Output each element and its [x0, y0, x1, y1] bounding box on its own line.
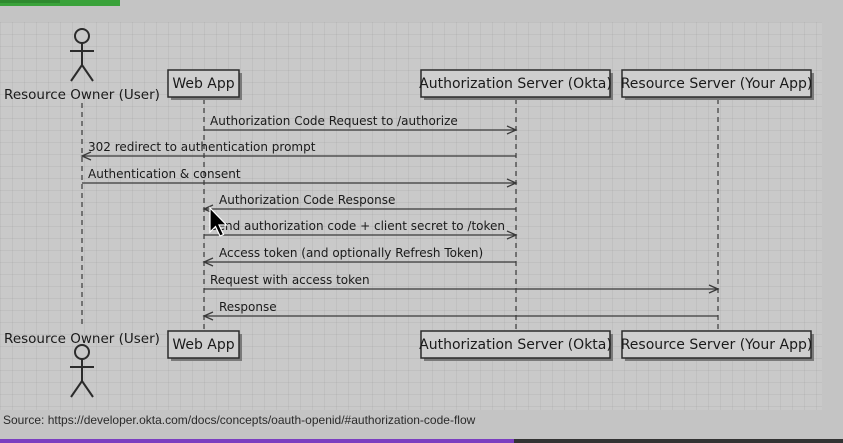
source-caption: Source: https://developer.okta.com/docs/… — [3, 413, 476, 427]
message-arrow: Authorization Code Response — [202, 193, 516, 214]
participant-web-app-bottom: Web App — [167, 330, 242, 361]
participant-label: Authorization Server (Okta) — [419, 337, 612, 353]
message-arrow: Send authorization code + client secret … — [204, 219, 518, 240]
message-arrow: Response — [202, 300, 718, 321]
message-label: Access token (and optionally Refresh Tok… — [219, 246, 483, 260]
slide-panel — [0, 22, 822, 410]
participant-label: Web App — [172, 337, 234, 353]
participant-label: Resource Owner (User) — [4, 87, 160, 103]
message-label: 302 redirect to authentication prompt — [88, 140, 316, 154]
message-label: Authentication & consent — [88, 167, 241, 181]
sequence-diagram: Authorization Code Request to /authorize… — [4, 28, 814, 398]
participant-label: Resource Server (Your App) — [621, 337, 813, 353]
message-arrow: Authentication & consent — [82, 167, 518, 188]
message-label: Authorization Code Response — [219, 193, 395, 207]
participant-authorization-server-bottom: Authorization Server (Okta) — [419, 330, 613, 361]
message-label: Response — [219, 300, 277, 314]
message-arrow: Request with access token — [204, 273, 720, 294]
mouse-pointer-icon — [209, 206, 228, 237]
slide-progress-bar — [0, 439, 515, 443]
message-label: Request with access token — [210, 273, 370, 287]
message-arrow: Access token (and optionally Refresh Tok… — [202, 246, 516, 267]
participant-label: Web App — [172, 76, 234, 92]
participant-label: Resource Owner (User) — [4, 331, 160, 347]
participant-authorization-server-top: Authorization Server (Okta) — [419, 69, 613, 100]
message-arrow: Authorization Code Request to /authorize — [204, 114, 518, 135]
top-accent-bar-shade — [0, 0, 60, 3]
participant-resource-server-bottom: Resource Server (Your App) — [621, 330, 814, 361]
participant-label: Resource Server (Your App) — [621, 76, 813, 92]
actor-top-icon — [70, 28, 94, 82]
participant-web-app-top: Web App — [167, 69, 242, 100]
message-arrow: 302 redirect to authentication prompt — [80, 140, 516, 161]
bottom-bar — [0, 439, 843, 443]
top-accent-bar — [0, 0, 120, 6]
participant-resource-server-top: Resource Server (Your App) — [621, 69, 814, 100]
message-label: Send authorization code + client secret … — [210, 219, 505, 233]
participant-label: Authorization Server (Okta) — [419, 76, 612, 92]
message-label: Authorization Code Request to /authorize — [210, 114, 458, 128]
actor-bottom-icon — [70, 344, 94, 398]
